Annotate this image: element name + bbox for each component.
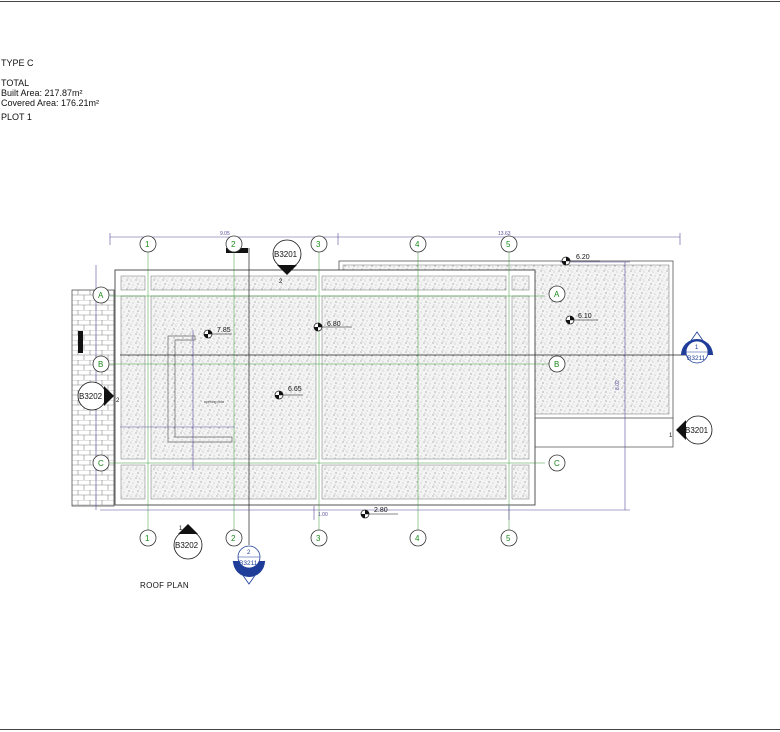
svg-text:B3201: B3201: [685, 426, 709, 435]
svg-text:B3211: B3211: [687, 355, 706, 362]
dim-top-left: 9.05: [220, 231, 230, 237]
svg-text:6.10: 6.10: [578, 313, 592, 320]
svg-text:5: 5: [506, 534, 511, 543]
section-mark-b3211-right: 1 B3211: [680, 331, 714, 364]
level-marker-5: 6.10: [565, 313, 598, 325]
dim-top-right: 13.63: [498, 231, 511, 237]
svg-text:2: 2: [231, 240, 236, 249]
type-label: TYPE C: [1, 58, 34, 68]
roof-opening: [167, 335, 233, 443]
grid-bubble-top-1: 1: [139, 235, 157, 253]
grid-bubble-bottom-1: 1: [139, 529, 157, 547]
svg-text:B3201: B3201: [274, 250, 298, 259]
grid-bubble-left-B: B: [92, 355, 110, 373]
grid-bubble-top-2: 2: [225, 235, 243, 253]
section-mark-b3202-bottom: B3202 1: [173, 524, 203, 560]
svg-text:2: 2: [247, 550, 251, 556]
svg-text:B3211: B3211: [239, 560, 258, 567]
svg-text:2.80: 2.80: [374, 507, 388, 514]
svg-text:1: 1: [695, 345, 699, 351]
section-lines: [120, 248, 690, 545]
svg-text:5: 5: [506, 240, 511, 249]
grid-bubble-right-A: A: [548, 285, 566, 303]
sheet-border-bottom: [0, 729, 780, 730]
svg-text:opening note: opening note: [204, 400, 224, 404]
svg-text:B: B: [98, 360, 103, 369]
grid-bubble-top-5: 5: [500, 235, 518, 253]
svg-text:B: B: [554, 360, 559, 369]
level-marker-1: 7.85: [203, 327, 232, 339]
main-roof-block: [114, 269, 536, 506]
built-area: Built Area: 217.87m²: [1, 88, 83, 98]
svg-text:1: 1: [145, 534, 150, 543]
grid-bubble-top-3: 3: [310, 235, 328, 253]
svg-text:A: A: [554, 290, 560, 299]
dim-right-vertical: 8.02: [615, 380, 621, 390]
grid-bubble-left-A: A: [92, 286, 110, 304]
total-label: TOTAL: [1, 78, 30, 88]
grid-bubble-bottom-5: 5: [500, 529, 518, 547]
svg-text:1: 1: [145, 240, 150, 249]
svg-text:4: 4: [415, 240, 420, 249]
svg-text:2: 2: [231, 534, 236, 543]
plan-title: ROOF PLAN: [140, 581, 189, 590]
svg-text:6.80: 6.80: [327, 321, 341, 328]
svg-text:C: C: [98, 459, 104, 468]
svg-text:C: C: [554, 459, 560, 468]
dim-bottom: 1.00: [318, 512, 328, 518]
svg-text:6.65: 6.65: [288, 386, 302, 393]
grid-bubble-right-C: C: [548, 454, 566, 472]
grid-bubble-left-C: C: [92, 454, 110, 472]
svg-text:3: 3: [316, 534, 321, 543]
svg-text:1: 1: [179, 526, 183, 532]
grid-bubble-top-4: 4: [409, 235, 427, 253]
svg-text:7.85: 7.85: [217, 327, 231, 334]
level-marker-6: 2.80: [360, 507, 398, 519]
grid-lines: [110, 252, 550, 530]
section-mark-b3211-bottom: 2 B3211: [232, 545, 266, 585]
svg-text:B3202: B3202: [79, 392, 103, 401]
plot-label: PLOT 1: [1, 112, 32, 122]
level-marker-4: 6.20: [561, 254, 600, 266]
svg-text:6.20: 6.20: [576, 254, 590, 261]
section-mark-b3202-left: B3202 2: [77, 381, 120, 411]
grid-bubble-bottom-4: 4: [409, 529, 427, 547]
section-mark-b3201-right: B3201 1: [669, 415, 713, 445]
grid-bubble-bottom-3: 3: [310, 529, 328, 547]
section-mark-b3201-top: B3201 2: [272, 239, 302, 285]
svg-text:1: 1: [669, 433, 673, 439]
sheet-border-top: [0, 1, 780, 2]
grid-bubble-right-B: B: [548, 355, 566, 373]
right-extension: [534, 418, 674, 448]
wall-marker: [78, 331, 83, 353]
level-marker-2: 6.80: [313, 321, 352, 332]
svg-text:2: 2: [116, 398, 120, 404]
svg-text:4: 4: [415, 534, 420, 543]
level-marker-3: 6.65: [274, 386, 303, 400]
grid-bubble-bottom-2: 2: [225, 529, 243, 547]
svg-text:A: A: [98, 291, 104, 300]
svg-text:3: 3: [316, 240, 321, 249]
svg-text:B3202: B3202: [175, 541, 199, 550]
svg-text:2: 2: [279, 279, 283, 285]
covered-area: Covered Area: 176.21m²: [1, 98, 100, 108]
